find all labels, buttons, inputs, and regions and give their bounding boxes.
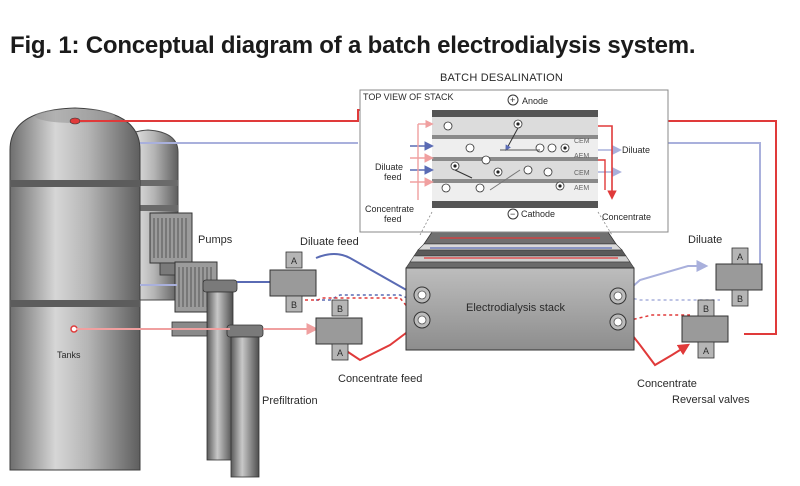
pump-upper bbox=[149, 212, 193, 276]
concentrate-return-line bbox=[80, 109, 360, 122]
valve-left-lower: B A bbox=[315, 299, 363, 361]
diluate-out-dashed bbox=[621, 295, 720, 301]
tanks-label: Tanks bbox=[57, 350, 81, 360]
concentrate-feed-label: Concentrate feed bbox=[338, 373, 422, 385]
figure-title: Fig. 1: Conceptual diagram of a batch el… bbox=[10, 32, 696, 59]
valve-port-a: A bbox=[291, 256, 297, 266]
electrodialysis-stack: Electrodialysis stack bbox=[405, 231, 635, 351]
valve-right-lower: B A bbox=[681, 299, 729, 359]
diluate-label: Diluate bbox=[688, 234, 722, 246]
ion-markers bbox=[441, 119, 570, 193]
concentrate-feed-dashed bbox=[305, 297, 419, 321]
stack-label: Electrodialysis stack bbox=[466, 302, 566, 314]
concentrate-return-right bbox=[668, 120, 777, 335]
valve-port-b: B bbox=[337, 304, 343, 314]
diluate-out-line bbox=[621, 260, 709, 297]
tank-front bbox=[9, 107, 141, 471]
valve-port-b: B bbox=[291, 300, 297, 310]
membrane-cem-1: CEM bbox=[574, 138, 590, 145]
inset-concentrate-feed-2: feed bbox=[384, 214, 402, 224]
valve-left-upper: A B bbox=[269, 251, 317, 313]
diluate-feed-dashed bbox=[316, 294, 413, 301]
membrane-cem-2: CEM bbox=[574, 170, 590, 177]
diluate-feed-label: Diluate feed bbox=[300, 236, 359, 248]
membrane-aem-1: AEM bbox=[574, 153, 589, 160]
svg-text:+: + bbox=[510, 95, 515, 105]
diluate-return-right bbox=[668, 142, 761, 267]
inset-diluate-feed-2: feed bbox=[384, 172, 402, 182]
prefiltration-label: Prefiltration bbox=[262, 395, 318, 407]
concentrate-out-dashed bbox=[621, 314, 690, 323]
reversal-valves-label: Reversal valves bbox=[672, 394, 750, 406]
prefilter-right bbox=[226, 324, 264, 478]
diluate-feed-line bbox=[315, 253, 420, 302]
anode-label: Anode bbox=[522, 96, 548, 106]
valve-port-b: B bbox=[703, 304, 709, 314]
valve-right-upper: A B bbox=[715, 247, 763, 307]
valve-port-a: A bbox=[737, 252, 743, 262]
valve-port-b: B bbox=[737, 294, 743, 304]
prefilter-left bbox=[202, 279, 238, 461]
inset-top-view: TOP VIEW OF STACK + Anode CEM AEM CEM AE… bbox=[359, 89, 669, 236]
valve-port-a: A bbox=[703, 346, 709, 356]
inset-heading: BATCH DESALINATION bbox=[440, 72, 563, 84]
cathode-label: Cathode bbox=[521, 209, 555, 219]
concentrate-label: Concentrate bbox=[637, 378, 697, 390]
svg-text:−: − bbox=[510, 209, 515, 219]
inset-diluate-feed-1: Diluate bbox=[375, 162, 403, 172]
valve-port-a: A bbox=[337, 348, 343, 358]
inset-diluate-out: Diluate bbox=[622, 145, 650, 155]
ion-cores bbox=[453, 122, 567, 188]
inset-box-label: TOP VIEW OF STACK bbox=[363, 92, 454, 102]
pumps-label: Pumps bbox=[198, 234, 233, 246]
inset-concentrate-out: Concentrate bbox=[602, 212, 651, 222]
inset-concentrate-feed-1: Concentrate bbox=[365, 204, 414, 214]
membrane-aem-2: AEM bbox=[574, 185, 589, 192]
